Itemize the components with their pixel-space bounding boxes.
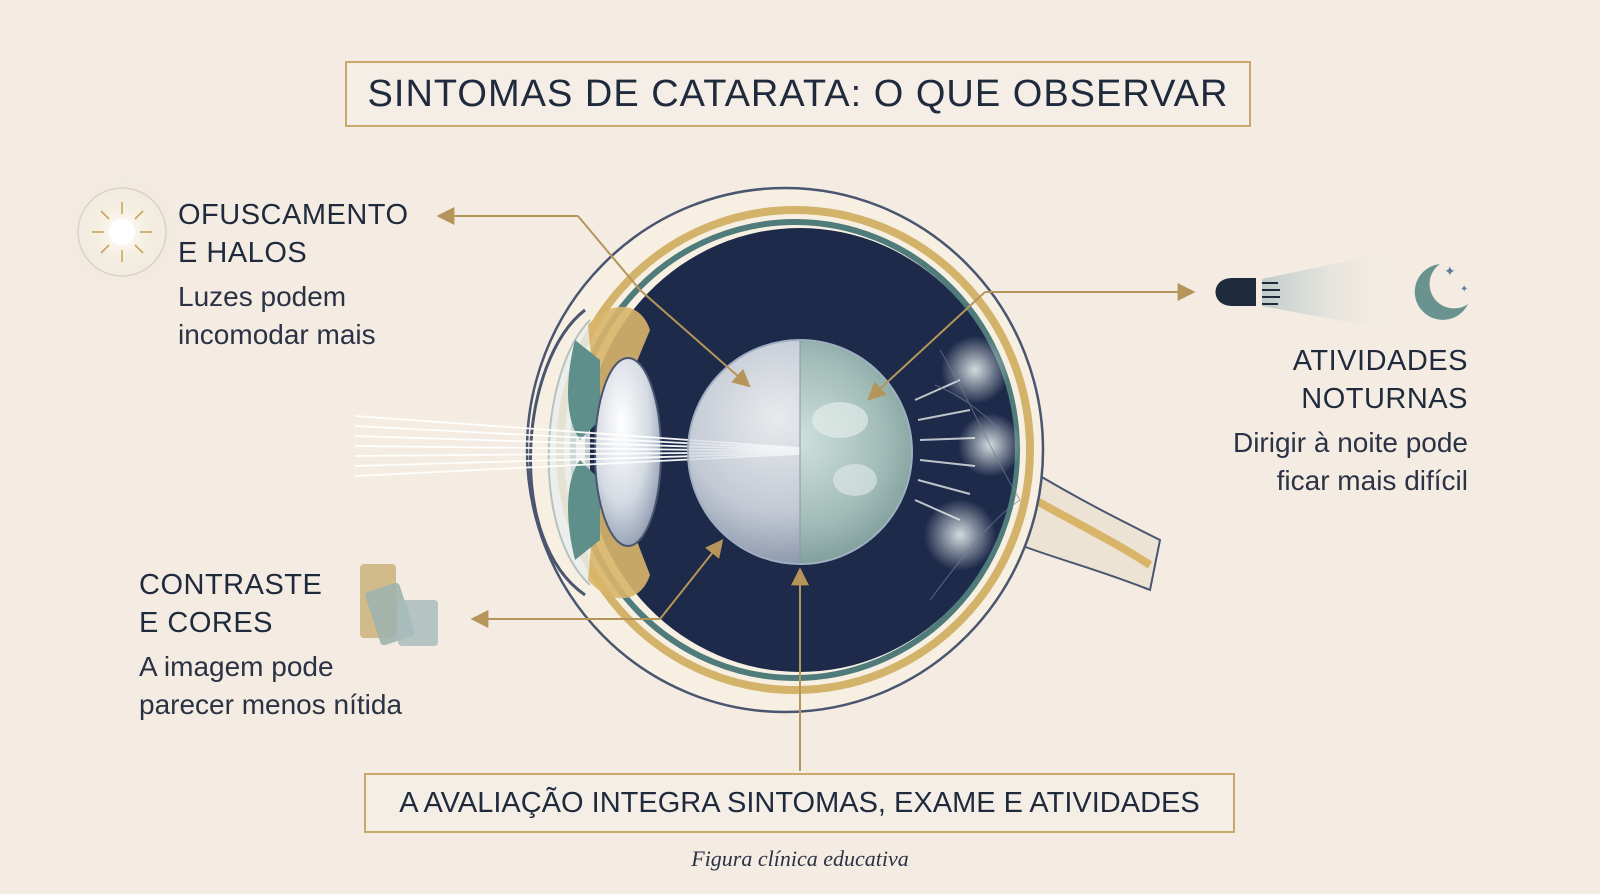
svg-text:✦: ✦ [1460, 284, 1468, 295]
callout-contrast-heading: CONTRASTE E CORES [139, 569, 323, 639]
cornea [528, 308, 586, 597]
callout-glare: OFUSCAMENTO E HALOS Luzes podem incomoda… [178, 196, 409, 354]
callout-glare-heading: OFUSCAMENTO E HALOS [178, 199, 409, 269]
callout-night-heading: ATIVIDADES NOTURNAS [1292, 345, 1468, 415]
evaluation-banner: A AVALIAÇÃO INTEGRA SINTOMAS, EXAME E AT… [364, 773, 1235, 833]
sun-glare-icon [60, 170, 184, 294]
callout-contrast: CONTRASTE E CORES A imagem pode parecer … [139, 566, 402, 724]
iris-upper [588, 306, 650, 400]
callout-arrows [436, 207, 1196, 771]
color-swatch-icon [360, 564, 438, 646]
callout-night: ATIVIDADES NOTURNAS Dirigir à noite pode… [1140, 342, 1468, 500]
headlight-moon-icon: ✦ ✦ [1215, 252, 1468, 330]
page-title: SINTOMAS DE CATARATA: O QUE OBSERVAR [345, 61, 1251, 127]
figure-caption: Figura clínica educativa [691, 846, 909, 871]
callout-night-description: Dirigir à noite pode ficar mais difícil [1232, 427, 1468, 496]
anterior-lens [594, 357, 662, 547]
callout-contrast-description: A imagem pode parecer menos nítida [139, 651, 403, 720]
callout-glare-description: Luzes podem incomodar mais [178, 281, 376, 350]
crystalline-lens [687, 339, 913, 565]
iris-lower [588, 500, 650, 599]
svg-text:✦: ✦ [1444, 263, 1456, 279]
